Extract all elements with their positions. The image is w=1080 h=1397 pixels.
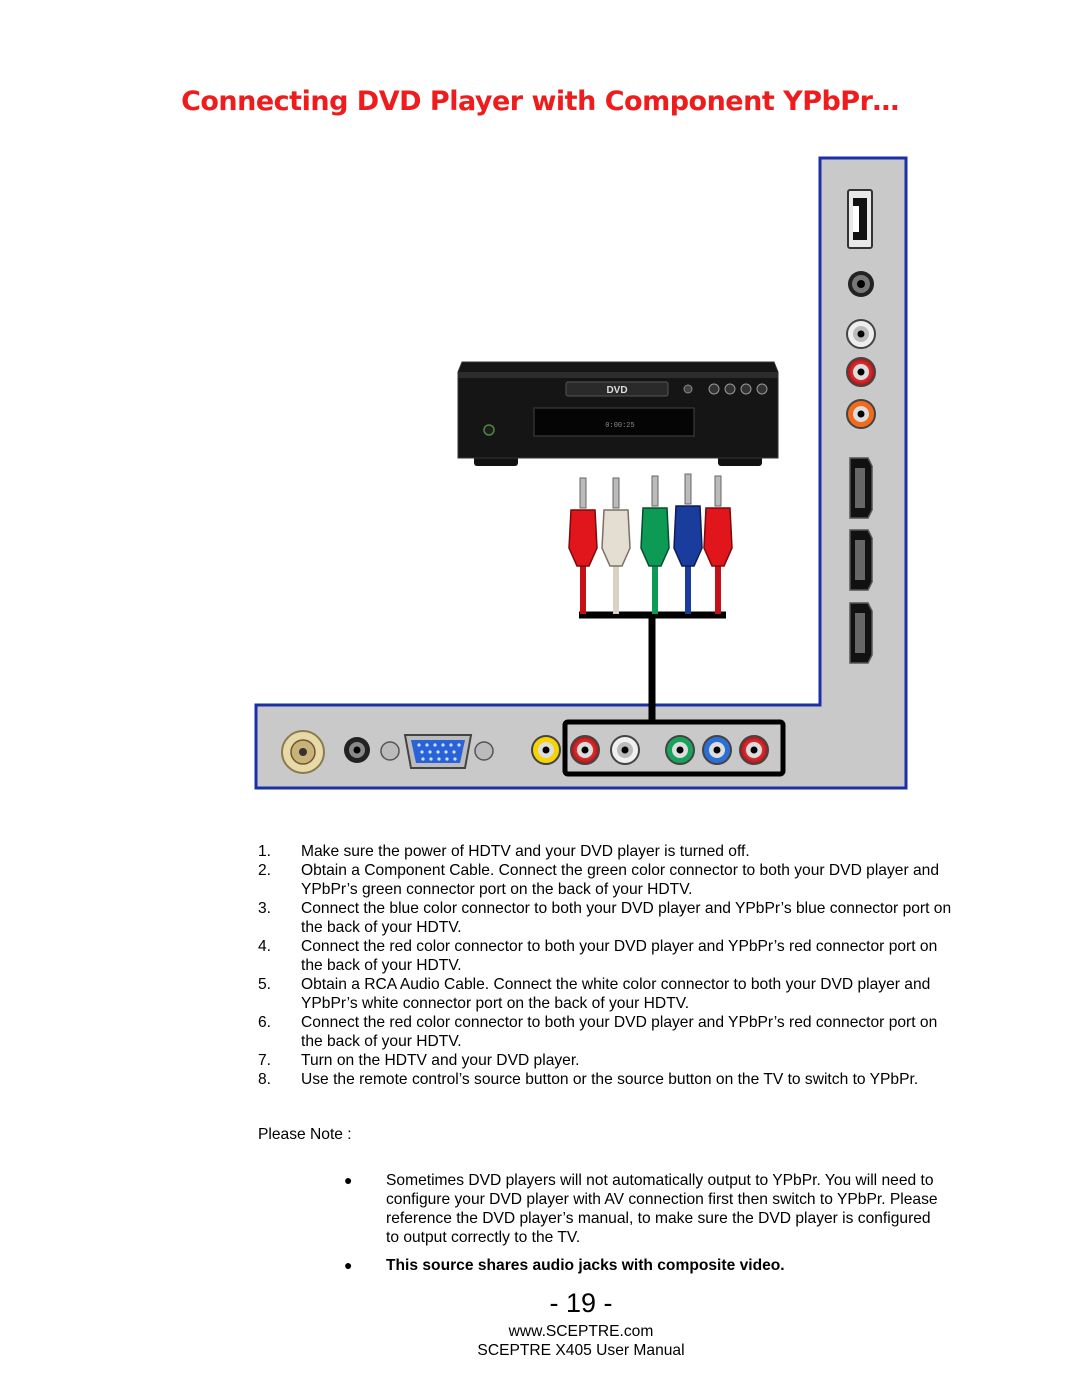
component-pb-blue-jack: [702, 735, 732, 765]
bullet-icon: ●: [344, 1172, 353, 1188]
footer: www.SCEPTRE.com SCEPTRE X405 User Manual: [0, 1322, 1080, 1360]
dvd-player: DVD 0:00:25: [457, 361, 779, 466]
cable-bundle: [579, 560, 726, 724]
component-input-highlight: [562, 719, 786, 777]
step-item: 7.Turn on the HDTV and your DVD player.: [258, 1052, 580, 1069]
connection-diagram: DVD 0:00:25: [254, 156, 908, 790]
page-number: - 19 -: [549, 1288, 613, 1318]
step-item: 6.Connect the red color connector to bot…: [258, 1014, 938, 1050]
footer-manual-title: SCEPTRE X405 User Manual: [477, 1342, 685, 1359]
page-title: Connecting DVD Player with Component YPb…: [181, 86, 899, 117]
side-audio-l-white-jack: [846, 319, 876, 349]
step-item: 5.Obtain a RCA Audio Cable. Connect the …: [258, 976, 931, 1012]
hdmi-port-2: [849, 529, 873, 591]
antenna-coax-port: [281, 730, 325, 774]
note-list: ●Sometimes DVD players will not automati…: [340, 1171, 940, 1284]
vga-port: [380, 734, 494, 769]
bullet-icon: ●: [344, 1257, 353, 1273]
rca-plug-red-pr: [703, 475, 733, 567]
note-label: Please Note :: [258, 1126, 352, 1143]
hdmi-port-3: [849, 602, 873, 664]
usb-port: [847, 189, 873, 249]
composite-video-yellow-jack: [531, 735, 561, 765]
footer-website: www.SCEPTRE.com: [508, 1323, 654, 1340]
component-audio-l-white-jack: [610, 735, 640, 765]
component-audio-r-red-jack: [570, 735, 600, 765]
rca-plug-red-audio: [568, 477, 598, 567]
component-y-green-jack: [665, 735, 695, 765]
pc-audio-jack: [344, 737, 370, 763]
side-coaxial-orange-jack: [846, 399, 876, 429]
note-item: ●Sometimes DVD players will not automati…: [344, 1172, 938, 1246]
component-pr-red-jack: [739, 735, 769, 765]
step-item: 8.Use the remote control’s source button…: [258, 1071, 919, 1088]
dvd-logo: DVD: [606, 385, 627, 396]
hdmi-port-1: [849, 457, 873, 519]
step-item: 3.Connect the blue color connector to bo…: [258, 900, 952, 936]
step-item: 1.Make sure the power of HDTV and your D…: [258, 843, 750, 860]
step-item: 2.Obtain a Component Cable. Connect the …: [258, 862, 939, 898]
instruction-steps: 1.Make sure the power of HDTV and your D…: [258, 842, 958, 1089]
headphone-jack: [848, 271, 874, 297]
step-item: 4.Connect the red color connector to bot…: [258, 938, 938, 974]
dvd-display-readout: 0:00:25: [605, 422, 634, 430]
rca-plug-green-y: [640, 475, 670, 567]
tv-back-panel: [254, 156, 908, 790]
rca-plug-blue-pb: [673, 473, 703, 567]
rca-plug-white-audio: [601, 477, 631, 567]
side-audio-r-red-jack: [846, 357, 876, 387]
note-item: ●This source shares audio jacks with com…: [344, 1257, 785, 1274]
